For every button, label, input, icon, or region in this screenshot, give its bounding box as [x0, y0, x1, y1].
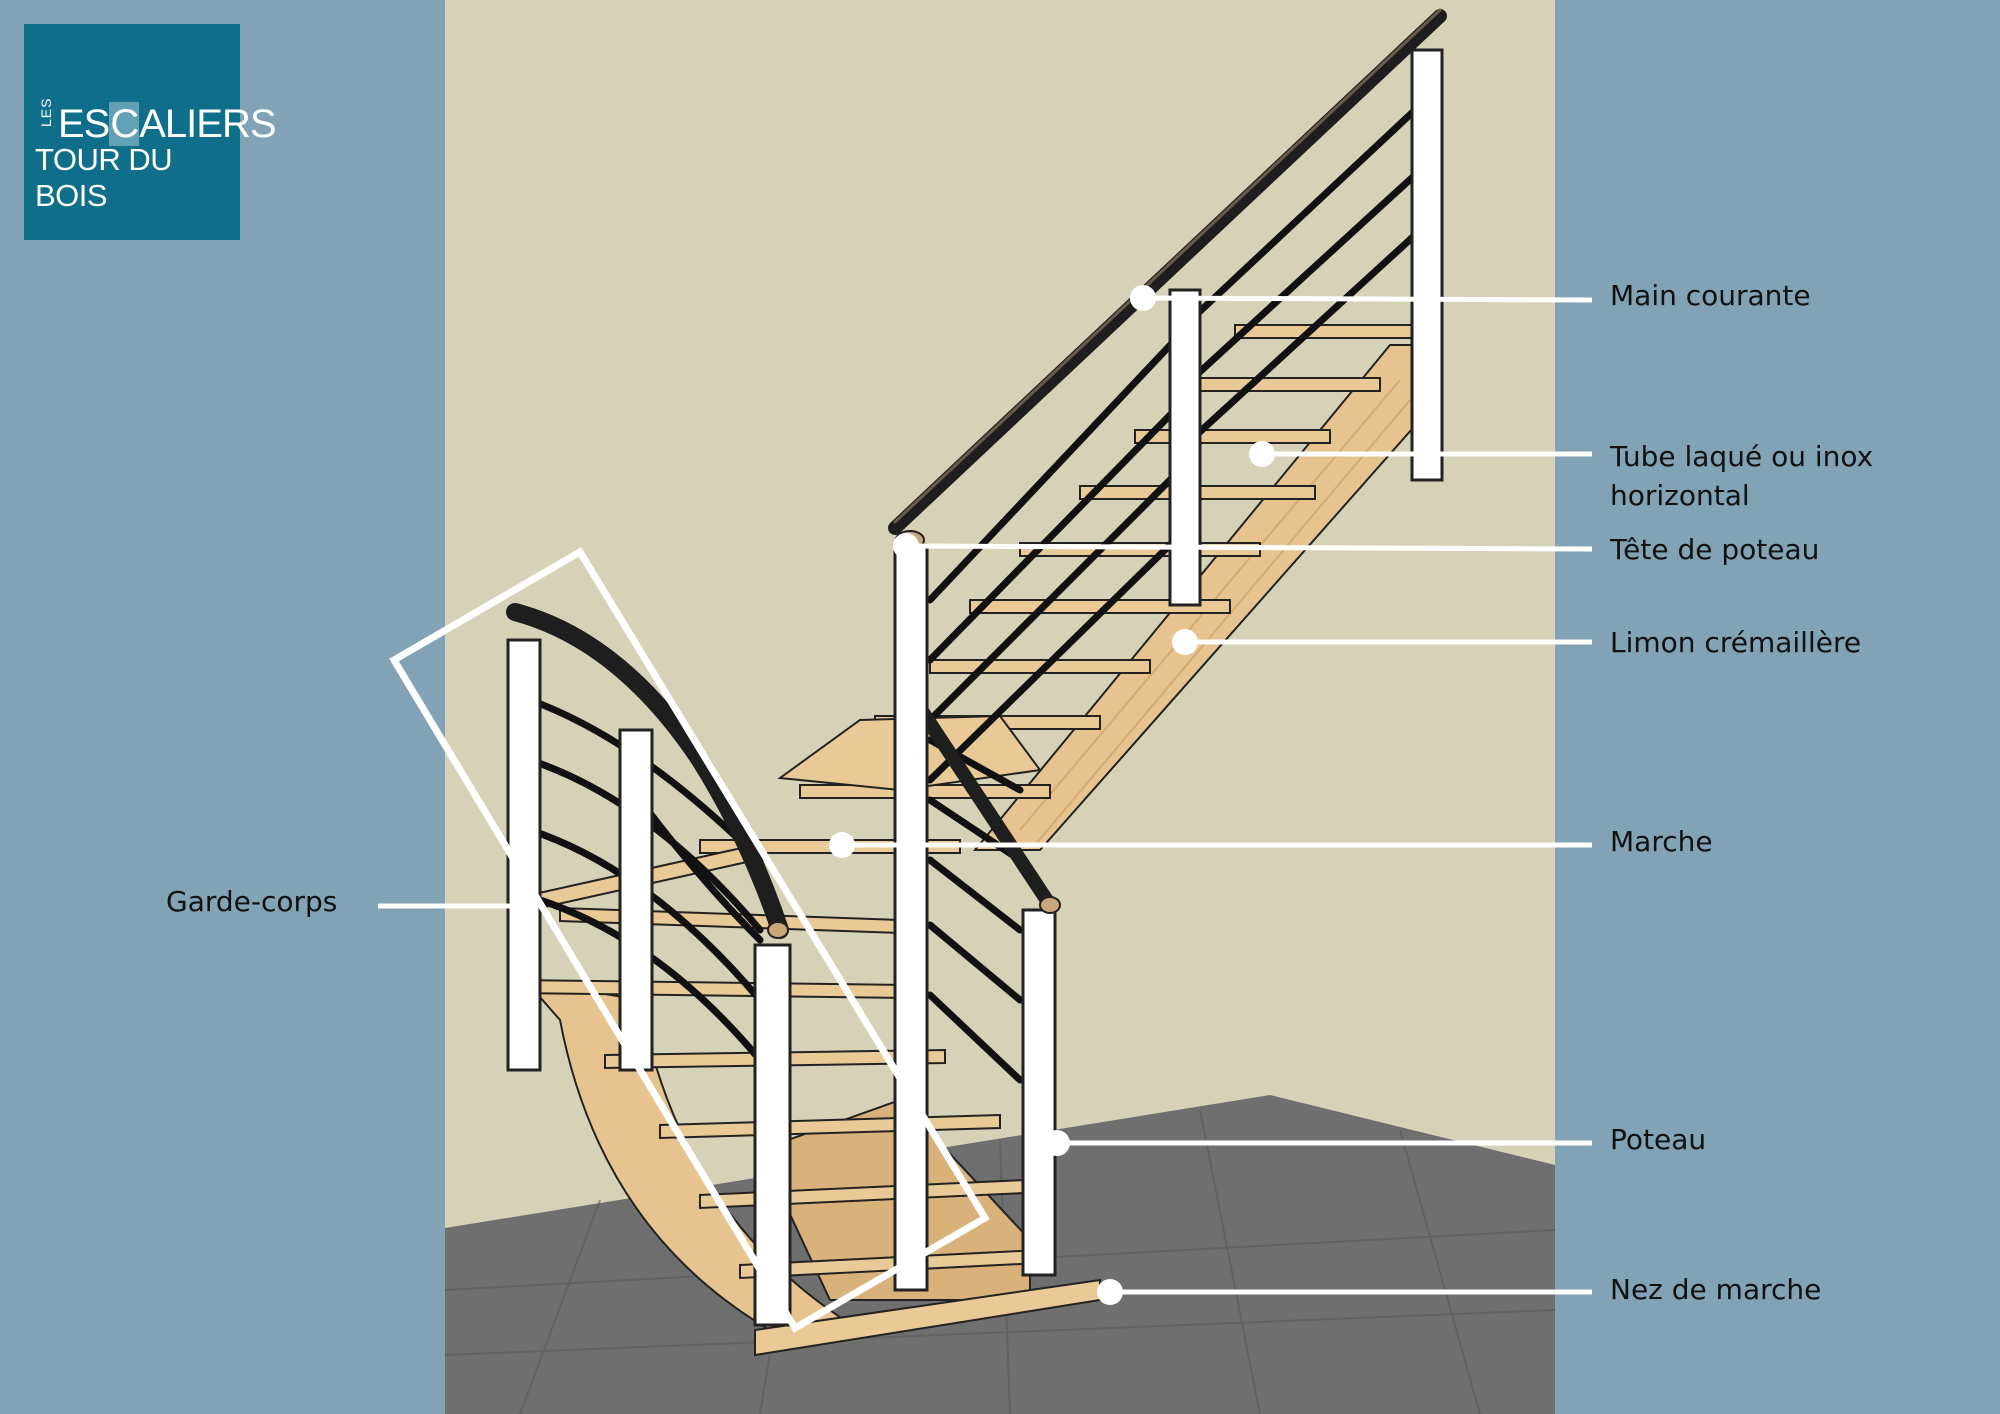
- upper-tubes: [926, 106, 1419, 784]
- label-main-courante: Main courante: [1610, 279, 1811, 312]
- logo-line1-a: ES: [58, 102, 110, 146]
- upper-handrail: [888, 9, 1447, 535]
- logo-line1-b: C: [109, 102, 140, 146]
- logo-line1-c: ALIERS: [139, 102, 276, 146]
- company-logo: LES ESCALIERS TOUR DU BOIS: [24, 24, 277, 240]
- label-tube-line1: Tube laqué ou inox: [1610, 440, 1874, 473]
- logo-line1: ESCALIERS: [58, 102, 277, 147]
- label-limon: Limon crémaillère: [1610, 626, 1862, 659]
- leader-lines: [378, 295, 1593, 1295]
- leader-dots: [829, 285, 1275, 1305]
- label-marche: Marche: [1610, 825, 1713, 858]
- label-tube-line2: horizontal: [1610, 479, 1750, 512]
- posts: [506, 48, 1444, 1327]
- label-nez-de-marche: Nez de marche: [1610, 1273, 1822, 1306]
- logo-line2: TOUR DU BOIS: [35, 142, 173, 213]
- label-poteau: Poteau: [1610, 1123, 1707, 1156]
- label-garde-corps: Garde-corps: [166, 885, 338, 918]
- curved-handrail: [506, 603, 789, 939]
- garde-corps-frame: [389, 547, 990, 1333]
- label-tete-de-poteau: Tête de poteau: [1610, 533, 1820, 566]
- logo-prefix: LES: [38, 97, 54, 127]
- lower-handrail: [911, 698, 1057, 912]
- floor-tiles: [444, 1109, 1556, 1414]
